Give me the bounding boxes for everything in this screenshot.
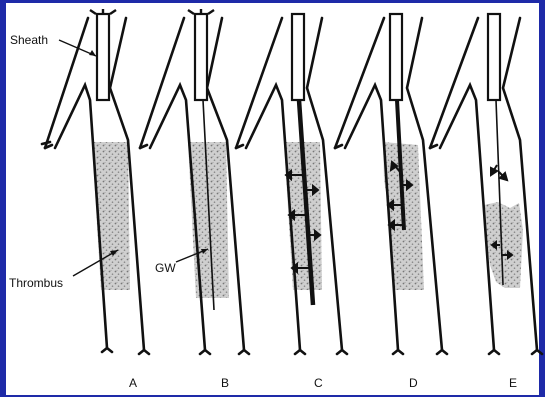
panel-d <box>335 14 447 354</box>
sheath-d <box>390 14 402 100</box>
panel-label-b: B <box>221 376 229 390</box>
sheath-c <box>292 14 304 100</box>
sheath-a <box>97 14 109 100</box>
panel-b <box>140 9 249 354</box>
thrombus-label: Thrombus <box>9 276 63 290</box>
sheath-e <box>488 14 500 100</box>
panel-label-a: A <box>129 376 137 390</box>
gw-label: GW <box>155 261 176 275</box>
panel-c <box>236 14 347 354</box>
sheath-b <box>195 14 207 100</box>
panel-label-e: E <box>509 376 517 390</box>
panel-e <box>430 14 542 354</box>
panel-label-c: C <box>314 376 323 390</box>
panel-label-d: D <box>409 376 418 390</box>
panel-a <box>42 9 149 354</box>
sheath-label: Sheath <box>10 33 48 47</box>
